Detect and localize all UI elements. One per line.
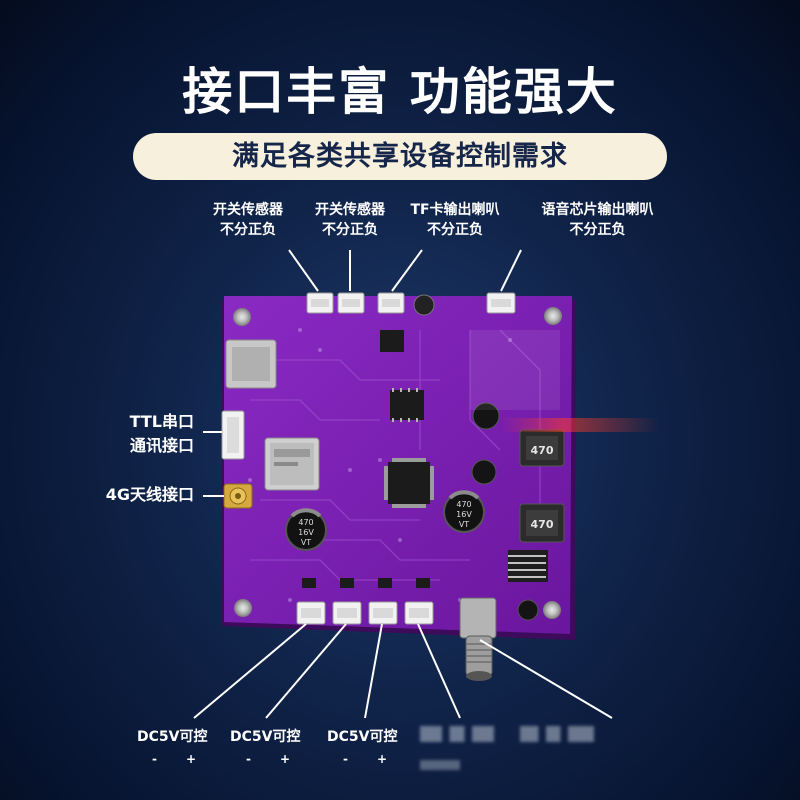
- top-connector-2: [337, 292, 365, 314]
- pointer-lines: [193, 249, 613, 719]
- mount-hole-bl: [234, 599, 252, 617]
- mount-hole-tr: [544, 307, 562, 325]
- cap2-text-a: 470: [456, 500, 471, 509]
- top-label-4-line2: 不分正负: [569, 222, 626, 238]
- bottom-3-minus: -: [343, 752, 348, 766]
- dc-power-jack: [459, 597, 497, 681]
- cap2-text-b: 16V: [456, 510, 472, 519]
- mcu-chip: [388, 462, 430, 504]
- capacitor-1: 470 16V VT: [285, 508, 327, 551]
- subtitle-text: 满足各类共享设备控制需求: [232, 141, 568, 172]
- top-label-2: 开关传感器 不分正负: [300, 200, 400, 240]
- bottom-connector-1: [296, 601, 326, 625]
- bottom-2-minus: -: [246, 752, 251, 766]
- bottom-2-plus: +: [280, 752, 291, 766]
- top-label-1-line2: 不分正负: [220, 222, 276, 238]
- ttl-connector: [221, 410, 245, 460]
- ttl-label-line2: 通讯接口: [129, 436, 194, 455]
- top-label-3-line2: 不分正负: [427, 222, 483, 238]
- top-connector-1: [306, 292, 334, 314]
- cap2-text-c: VT: [459, 520, 469, 529]
- cap1-text-a: 470: [298, 518, 313, 527]
- top-label-4-line1: 语音芯片输出喇叭: [541, 202, 654, 218]
- capacitor-2: 470 16V VT: [443, 490, 485, 533]
- top-label-2-line2: 不分正负: [322, 222, 378, 238]
- top-label-1: 开关传感器 不分正负: [198, 200, 298, 240]
- bottom-label-3: DC5V可控: [327, 729, 398, 745]
- bottom-connector-2: [332, 601, 362, 625]
- bottom-label-2: DC5V可控: [230, 729, 301, 745]
- top-label-2-line1: 开关传感器: [315, 202, 385, 218]
- cap1-text-b: 16V: [298, 528, 314, 537]
- bottom-1-minus: -: [152, 752, 157, 766]
- antenna-label: 4G天线接口: [105, 485, 194, 504]
- mount-hole-br: [543, 601, 561, 619]
- ic-chip-1: [390, 390, 424, 420]
- bottom-connector-4: [404, 601, 434, 625]
- top-label-3: TF卡输出喇叭 不分正负: [395, 200, 515, 240]
- bottom-1-plus: +: [186, 752, 197, 766]
- mount-hole-tl: [233, 308, 251, 326]
- subtitle-banner: 满足各类共享设备控制需求: [133, 133, 667, 180]
- inductor2-text: 470: [531, 518, 554, 531]
- obscured-label-3: [420, 760, 460, 770]
- obscured-label-1: [420, 726, 494, 742]
- top-label-1-line1: 开关传感器: [213, 202, 283, 218]
- sim-slot: [225, 339, 277, 389]
- headline: 接口丰富 功能强大: [182, 63, 618, 121]
- bottom-label-1: DC5V可控: [137, 729, 208, 745]
- antenna-connector: [223, 483, 253, 509]
- ttl-label: TTL串口 通讯接口: [90, 410, 194, 458]
- top-connector-3: [377, 292, 405, 314]
- ttl-label-line1: TTL串口: [129, 412, 194, 431]
- bottom-connector-3: [368, 601, 398, 625]
- inductor-2: 470: [519, 503, 565, 543]
- inductor-1: 470: [519, 429, 565, 467]
- pcb-surface: [224, 296, 572, 634]
- 4g-module: [264, 437, 320, 491]
- top-label-3-line1: TF卡输出喇叭: [410, 202, 500, 218]
- obscured-label-2: [520, 726, 594, 742]
- cap1-text-c: VT: [301, 538, 311, 547]
- voltage-regulator: [508, 550, 548, 582]
- top-label-4: 语音芯片输出喇叭 不分正负: [520, 200, 675, 240]
- top-connector-4: [486, 292, 516, 314]
- bottom-3-plus: +: [377, 752, 388, 766]
- inductor1-text: 470: [531, 444, 554, 457]
